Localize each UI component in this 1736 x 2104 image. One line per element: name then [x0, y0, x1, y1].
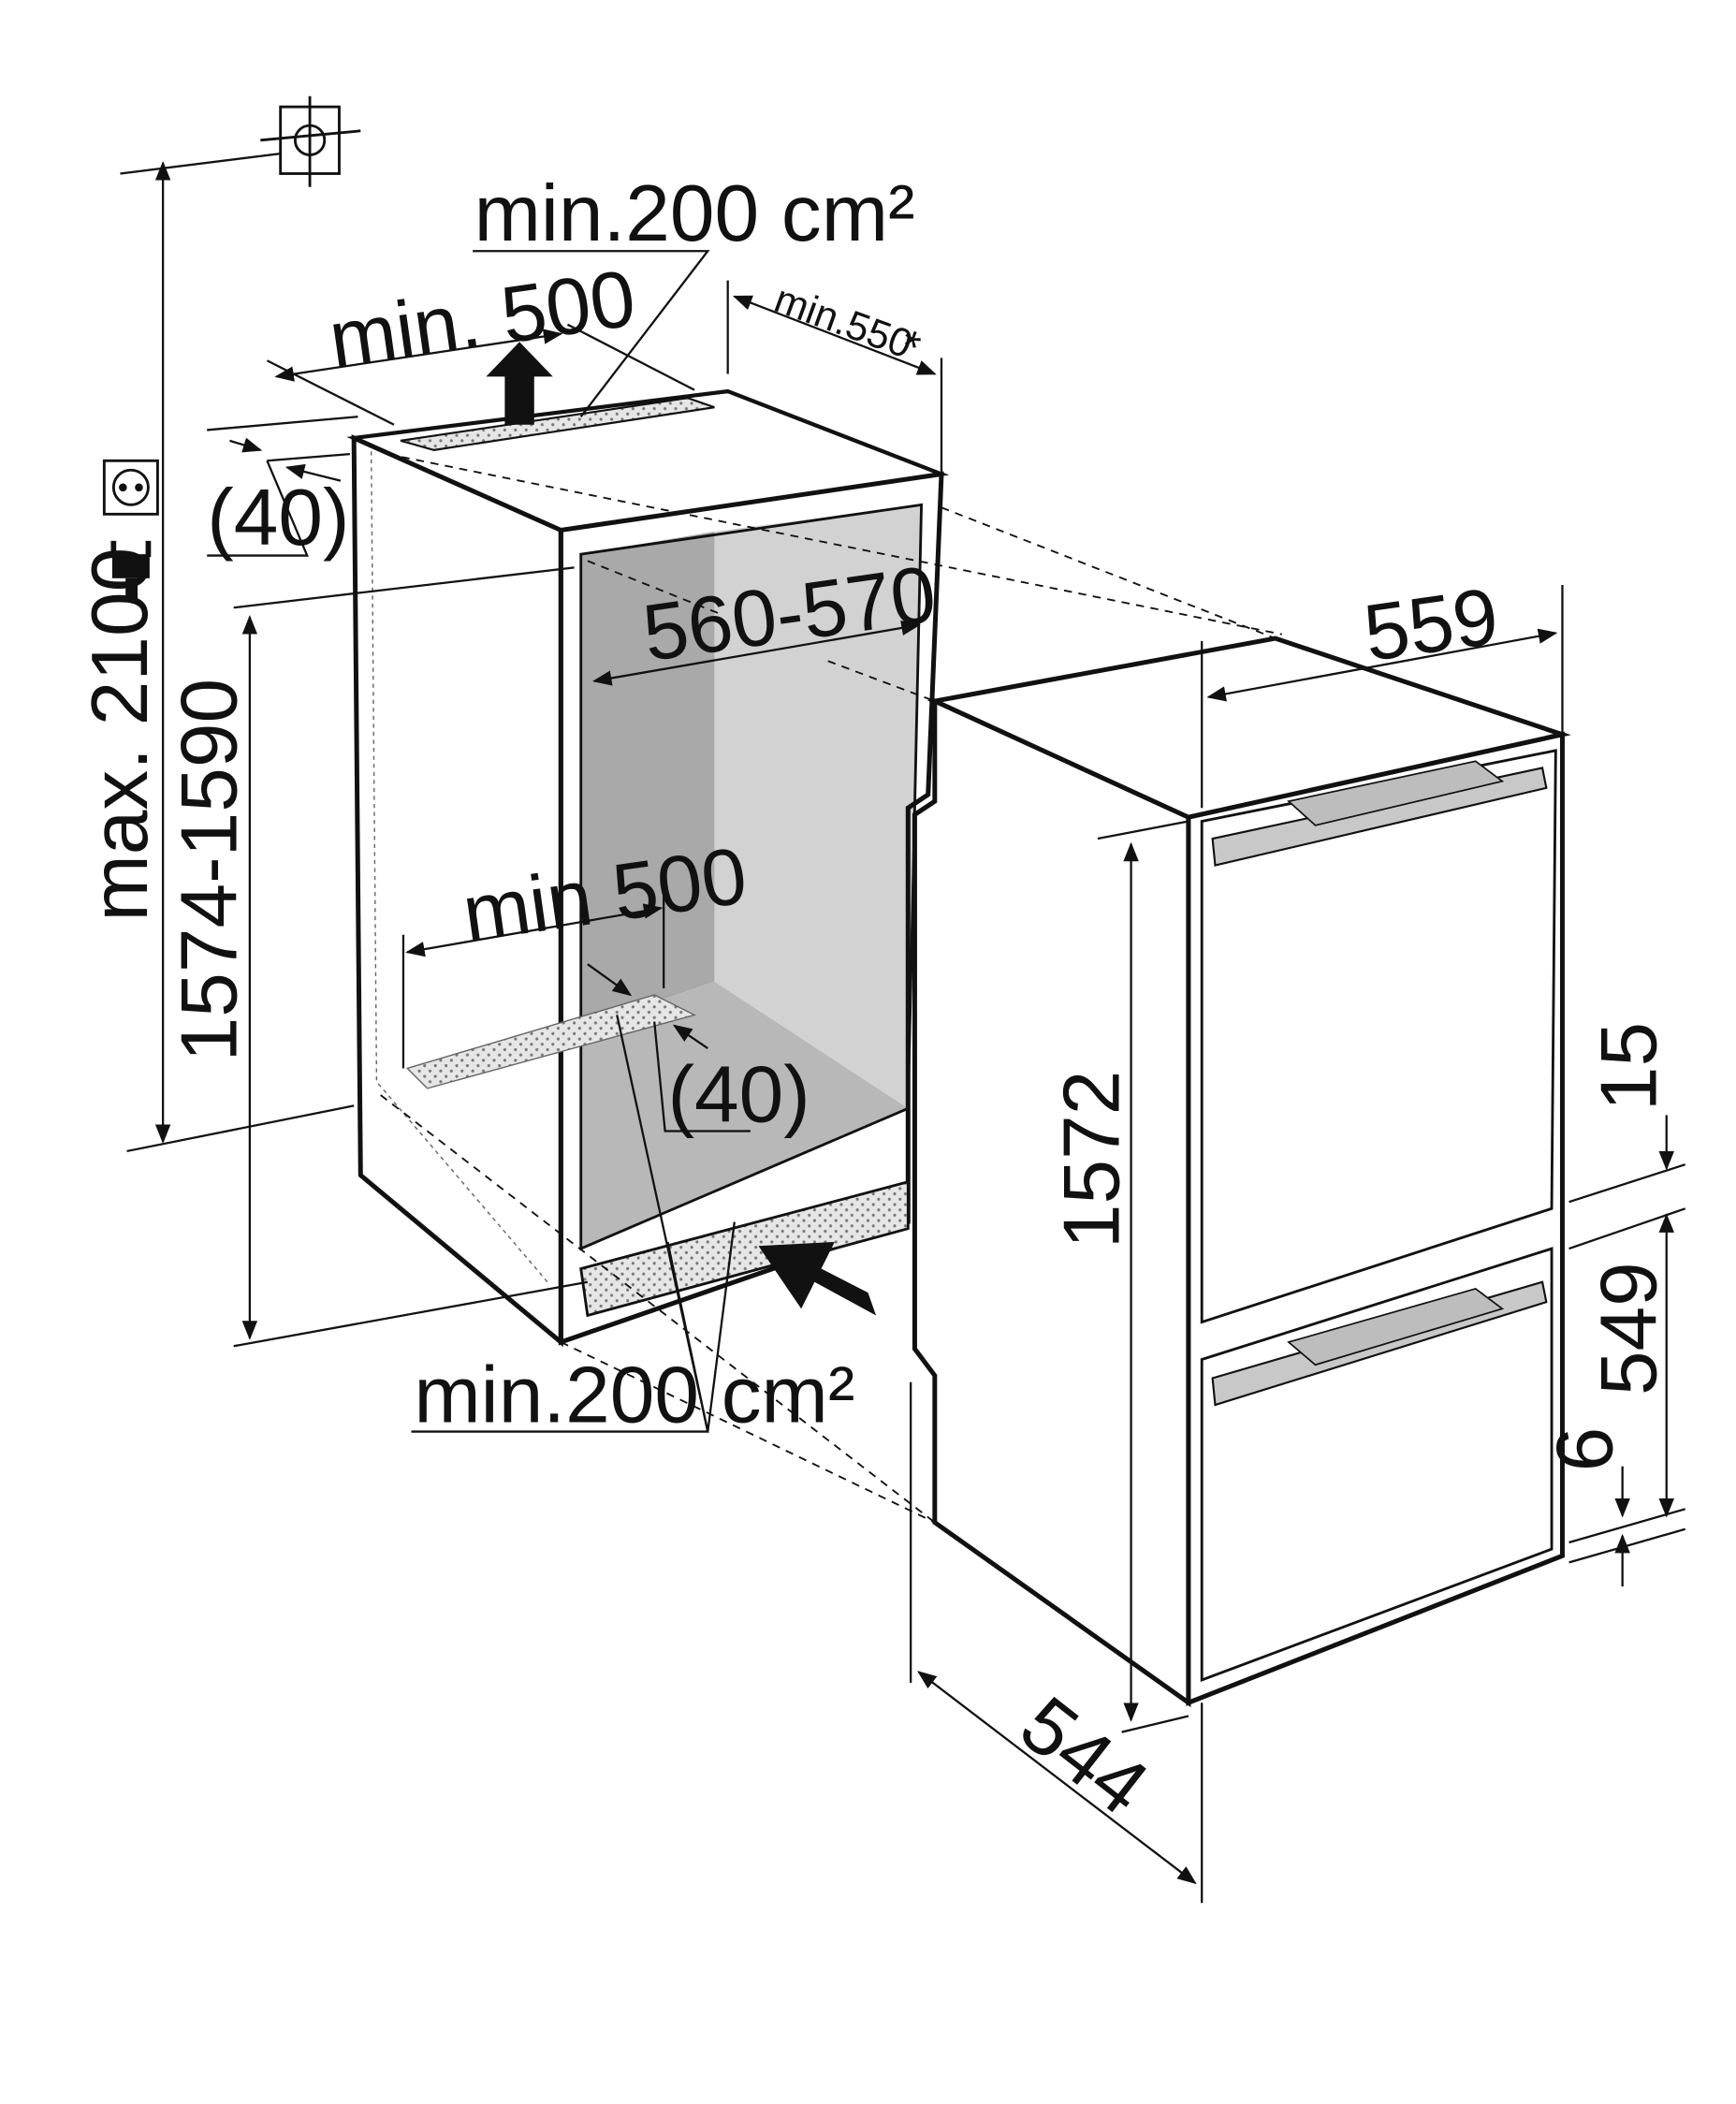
gap-lower-label: 6: [1539, 1427, 1629, 1472]
bottom-vent-area-label: min.200 cm²: [414, 1351, 854, 1440]
niche-floor: [580, 981, 909, 1249]
door-hinge-lower: [1211, 1280, 1548, 1407]
top-vent-width-label: min. 500: [324, 253, 641, 385]
lower-door-label: 549: [1583, 1262, 1673, 1395]
top-gap-label: (40): [207, 473, 349, 563]
door-hinge-upper: [1211, 760, 1548, 867]
top-vent-area-label: min.200 cm²: [474, 168, 915, 258]
niche-side-inner-edge: [371, 451, 548, 1283]
bottom-gap-label: (40): [667, 1050, 810, 1140]
appliance-front: [1186, 731, 1565, 1706]
bottom-vent-slot: [579, 1179, 910, 1318]
airflow-arrow-in-icon: [758, 1241, 877, 1316]
installation-symbol-icon: [260, 95, 361, 187]
lower-door: [1200, 1247, 1554, 1683]
appliance-depth-label: 544: [1004, 1679, 1165, 1833]
power-socket-icon: [102, 459, 159, 516]
dimension-lines: [120, 152, 1686, 1904]
niche-height-label: 1574-1590: [165, 679, 255, 1061]
appliance-height-label: 1572: [1047, 1071, 1137, 1249]
power-plug-icon: [110, 540, 152, 603]
appliance-width-label: 559: [1359, 571, 1504, 679]
top-vent-slot: [400, 397, 715, 451]
top-depth-group: min.550 *: [768, 276, 926, 373]
appliance: [912, 636, 1571, 1708]
gap-upper-label: 15: [1583, 1022, 1673, 1111]
floor-vent-strip: [405, 994, 696, 1089]
top-depth-label: min.550: [768, 276, 917, 367]
max-height-label: max. 2100: [75, 548, 165, 922]
